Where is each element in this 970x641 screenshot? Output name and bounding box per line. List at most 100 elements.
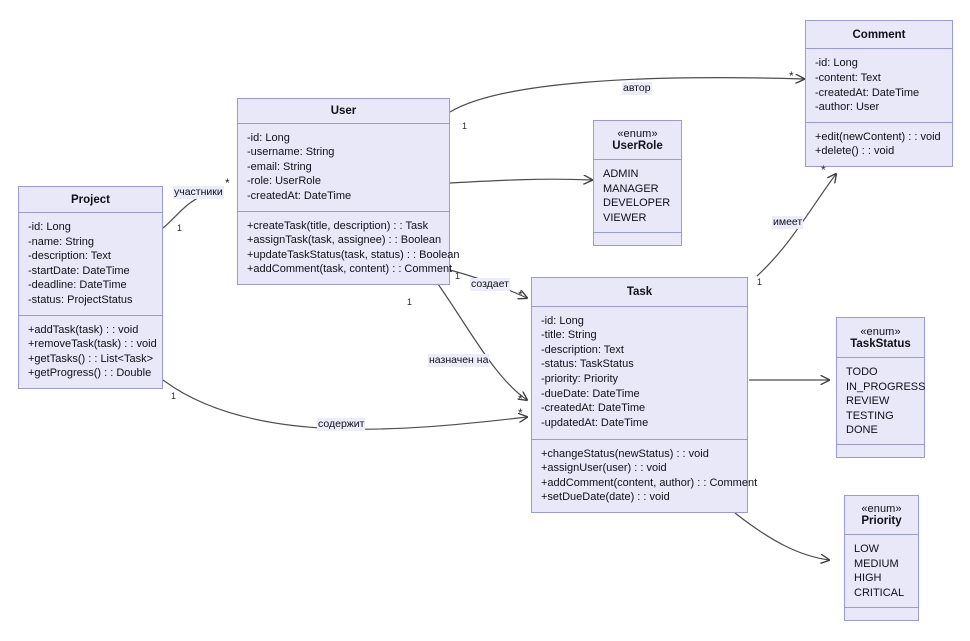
- attribute-row: -description: Text: [28, 250, 111, 263]
- enum-stereotype: «enum»: [860, 325, 901, 338]
- class-name-user: User: [330, 104, 357, 117]
- attribute-row: -description: Text: [541, 343, 624, 356]
- enum-box-priority[interactable]: «enum» Priority LOW MEDIUM HIGH CRITICAL: [844, 495, 919, 621]
- enum-values-task-status: TODO IN_PROGRESS REVIEW TESTING DONE: [837, 358, 926, 444]
- attribute-row: -deadline: DateTime: [28, 279, 127, 292]
- attribute-row: -createdAt: DateTime: [541, 402, 646, 415]
- edge-user-role: [449, 179, 592, 183]
- class-title-task: Task: [532, 278, 747, 307]
- attribute-row: -startDate: DateTime: [28, 264, 130, 277]
- attribute-row: -id: Long: [247, 131, 290, 144]
- multiplicity-contains-target: *: [518, 406, 523, 420]
- edge-label-creates: создает: [470, 278, 510, 291]
- multiplicity-creates-target: *: [518, 288, 523, 302]
- attribute-row: -dueDate: DateTime: [541, 387, 640, 400]
- class-attributes-user: -id: Long -username: String -email: Stri…: [238, 124, 449, 211]
- enum-title-task-status: «enum» TaskStatus: [837, 318, 924, 358]
- class-name-project: Project: [71, 193, 110, 206]
- multiplicity-author-source: 1: [462, 121, 468, 131]
- attribute-row: -content: Text: [815, 72, 881, 85]
- class-attributes-task: -id: Long -title: String -description: T…: [532, 307, 747, 439]
- class-methods-comment: +edit(newContent) : : void +delete() : :…: [806, 121, 952, 166]
- multiplicity-contains-source: 1: [171, 391, 177, 401]
- enum-box-user-role[interactable]: «enum» UserRole ADMIN MANAGER DEVELOPER …: [593, 120, 682, 246]
- method-row: +getTasks() : : List<Task>: [28, 352, 154, 365]
- enum-empty-compartment: [845, 607, 918, 620]
- enum-empty-compartment: [594, 232, 681, 245]
- edge-label-author: автор: [622, 82, 652, 95]
- enum-box-task-status[interactable]: «enum» TaskStatus TODO IN_PROGRESS REVIE…: [836, 317, 925, 458]
- method-row: +removeTask(task) : : void: [28, 338, 157, 351]
- method-row: +changeStatus(newStatus) : : void: [541, 447, 709, 460]
- enum-values-user-role: ADMIN MANAGER DEVELOPER VIEWER: [594, 160, 681, 232]
- class-attributes-comment: -id: Long -content: Text -createdAt: Dat…: [806, 49, 952, 121]
- method-row: +getProgress() : : Double: [28, 367, 152, 380]
- enum-name-priority: Priority: [861, 515, 902, 527]
- enum-value-row: MANAGER: [603, 182, 659, 195]
- method-row: +assignUser(user) : : void: [541, 462, 667, 475]
- enum-value-row: TODO: [846, 366, 878, 378]
- class-title-project: Project: [19, 187, 162, 214]
- class-methods-task: +changeStatus(newStatus) : : void +assig…: [532, 438, 757, 512]
- edge-task-priority: [734, 512, 829, 560]
- enum-value-row: IN_PROGRESS: [846, 380, 926, 393]
- enum-stereotype: «enum»: [861, 503, 902, 515]
- multiplicity-assigned-source: 1: [407, 297, 413, 307]
- edge-label-participants: участники: [173, 186, 224, 199]
- method-row: +delete() : : void: [815, 145, 895, 158]
- enum-empty-compartment: [837, 444, 924, 457]
- enum-name-task-status: TaskStatus: [850, 337, 911, 350]
- attribute-row: -title: String: [541, 329, 597, 342]
- enum-value-row: MEDIUM: [854, 557, 899, 570]
- attribute-row: -role: UserRole: [247, 175, 321, 188]
- attribute-row: -createdAt: DateTime: [247, 190, 352, 203]
- method-row: +assignTask(task, assignee) : : Boolean: [247, 234, 442, 247]
- multiplicity-has-target: *: [821, 163, 826, 177]
- edge-label-has: имеет: [772, 216, 804, 229]
- class-title-user: User: [238, 99, 449, 124]
- multiplicity-creates-source: 1: [455, 271, 461, 281]
- enum-value-row: ADMIN: [603, 168, 639, 180]
- method-row: +edit(newContent) : : void: [815, 130, 941, 143]
- enum-value-row: LOW: [854, 543, 880, 555]
- attribute-row: -updatedAt: DateTime: [541, 416, 649, 429]
- attribute-row: -id: Long: [28, 221, 71, 234]
- class-title-comment: Comment: [806, 21, 952, 50]
- attribute-row: -createdAt: DateTime: [815, 86, 920, 99]
- edge-label-contains: содержит: [317, 418, 366, 431]
- multiplicity-participants-source: 1: [177, 223, 183, 233]
- enum-value-row: CRITICAL: [854, 586, 905, 599]
- enum-value-row: HIGH: [854, 572, 882, 585]
- enum-value-row: VIEWER: [603, 211, 647, 224]
- class-name-comment: Comment: [852, 28, 906, 41]
- class-methods-user: +createTask(title, description) : : Task…: [238, 210, 459, 284]
- multiplicity-assigned-target: *: [518, 392, 523, 406]
- attribute-row: -status: TaskStatus: [541, 358, 634, 371]
- class-box-comment[interactable]: Comment -id: Long -content: Text -create…: [805, 20, 953, 167]
- method-row: +addTask(task) : : void: [28, 323, 139, 336]
- enum-value-row: TESTING: [846, 409, 894, 422]
- attribute-row: -name: String: [28, 235, 95, 248]
- method-row: +addComment(task, content) : : Comment: [247, 263, 453, 276]
- class-box-user[interactable]: User -id: Long -username: String -email:…: [237, 98, 459, 285]
- multiplicity-participants-target: *: [225, 176, 230, 190]
- enum-value-row: DONE: [846, 424, 878, 437]
- enum-stereotype: «enum»: [617, 128, 658, 140]
- attribute-row: -email: String: [247, 160, 312, 173]
- enum-value-row: REVIEW: [846, 395, 890, 408]
- attribute-row: -id: Long: [815, 57, 858, 70]
- enum-title-user-role: «enum» UserRole: [594, 121, 681, 160]
- enum-value-row: DEVELOPER: [603, 197, 671, 210]
- attribute-row: -username: String: [247, 146, 335, 159]
- edge-label-assigned-to: назначен на: [428, 354, 490, 367]
- attribute-row: -status: ProjectStatus: [28, 294, 133, 307]
- method-row: +createTask(title, description) : : Task: [247, 219, 429, 232]
- edge-assigned-to: [437, 283, 527, 400]
- class-box-project[interactable]: Project -id: Long -name: String -descrip…: [18, 186, 163, 389]
- class-box-task[interactable]: Task -id: Long -title: String -descripti…: [531, 277, 757, 513]
- class-attributes-project: -id: Long -name: String -description: Te…: [19, 213, 162, 315]
- class-name-task: Task: [626, 285, 653, 298]
- attribute-row: -author: User: [815, 101, 880, 114]
- class-methods-project: +addTask(task) : : void +removeTask(task…: [19, 314, 162, 388]
